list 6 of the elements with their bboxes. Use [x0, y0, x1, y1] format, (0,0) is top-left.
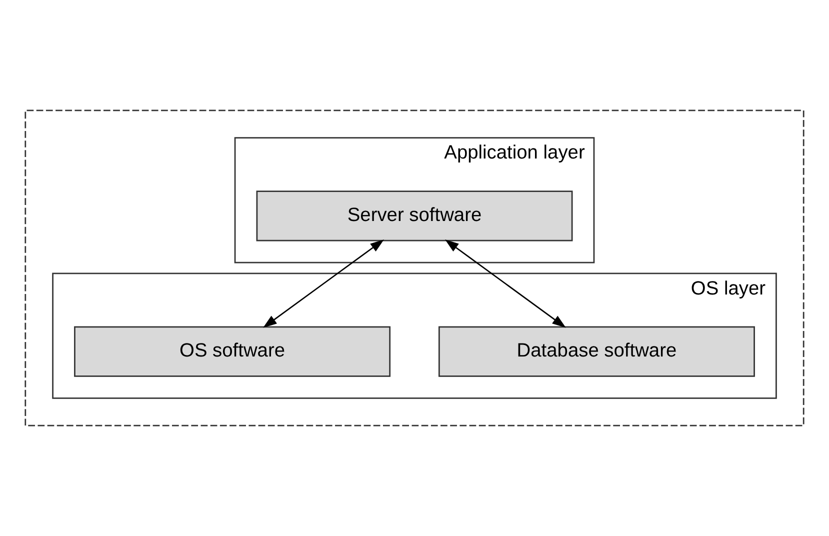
arrow [444, 240, 566, 328]
node-box: Server software [256, 190, 573, 242]
arrow [263, 240, 384, 328]
node-box: Database software [438, 326, 755, 377]
node-box: OS software [74, 326, 391, 377]
cluster [24, 110, 804, 426]
